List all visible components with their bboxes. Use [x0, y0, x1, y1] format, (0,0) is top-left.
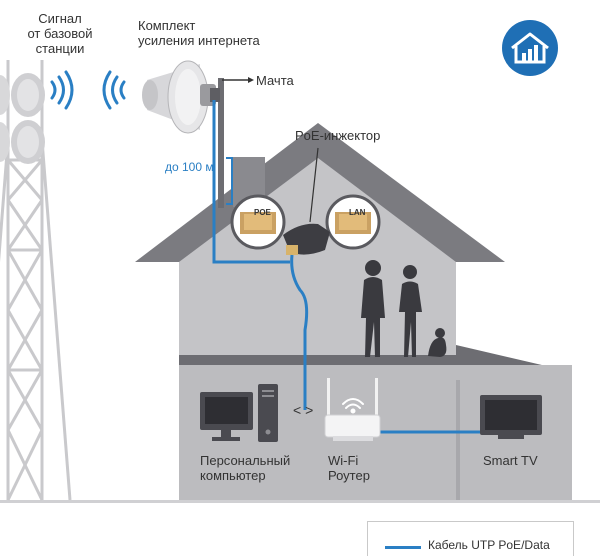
- house-chart-icon: [502, 20, 558, 76]
- mast-pointer-arrow: [248, 77, 254, 83]
- wifi-waves-icon-kit: [102, 70, 126, 110]
- router-wifi-icon: [342, 398, 364, 414]
- mast-label: Мачта: [256, 73, 294, 88]
- pc-label: Персональный компьютер: [200, 453, 291, 483]
- cable-injector-to-router: [290, 254, 309, 410]
- legend-cable-swatch: [385, 546, 421, 549]
- distance-bracket: [226, 157, 233, 205]
- house-floor-slab: [179, 355, 456, 365]
- cable-antenna-to-injector: [212, 100, 290, 264]
- poe-injector: [283, 223, 330, 255]
- legend-box: Кабель UTP PoE/Data: [367, 521, 574, 556]
- legend-text: Кабель UTP PoE/Data: [428, 538, 550, 552]
- distance-label: до 100 м: [165, 160, 214, 174]
- ground-line: [0, 500, 600, 503]
- router-label: Wi-Fi Роутер: [328, 453, 370, 483]
- pc-icon: [200, 384, 278, 442]
- link-symbol: < >: [293, 402, 314, 418]
- kit-label: Комплект усиления интернета: [138, 18, 260, 48]
- tv-icon: [480, 395, 542, 439]
- tv-label: Smart TV: [483, 453, 538, 468]
- injector-pointer: [309, 147, 319, 223]
- poe-injector-label: PoE-инжектор: [295, 128, 381, 143]
- lan-port-zoom: [325, 194, 381, 250]
- signal-label: Сигнал от базовой станции: [27, 11, 93, 56]
- poe-port-zoom: [230, 194, 286, 250]
- port-poe-label: POE: [254, 208, 271, 217]
- mast: [218, 78, 224, 208]
- people-silhouettes: [361, 260, 447, 357]
- house-wall-divider: [456, 380, 460, 500]
- port-lan-label: LAN: [349, 208, 366, 217]
- tower-antennas: [0, 73, 45, 164]
- router-icon: [324, 378, 381, 441]
- antenna-kit: [142, 60, 220, 134]
- wifi-waves-icon: [50, 70, 74, 110]
